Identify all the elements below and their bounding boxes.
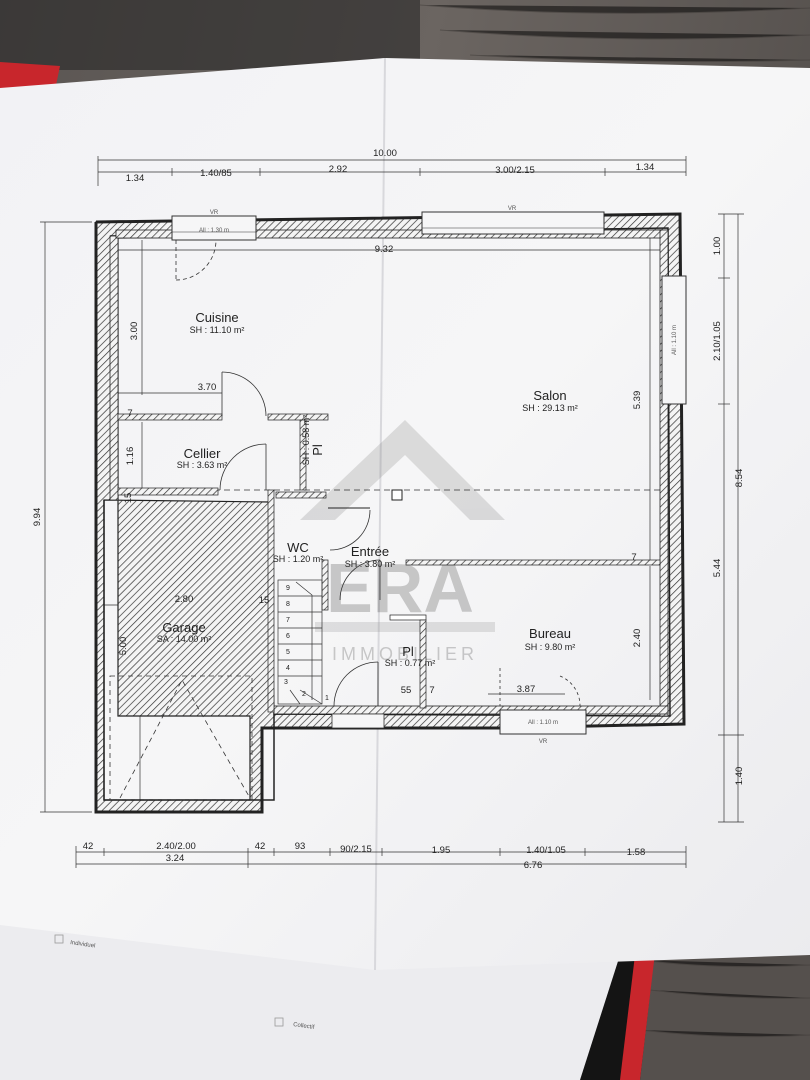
room-placard-top-area: SH : 0.58 m² bbox=[301, 415, 311, 466]
dim-inner-width: 9.32 bbox=[375, 244, 394, 255]
stair-step-number: 4 bbox=[286, 665, 290, 672]
stair-step-numbers: 1 2 3 4 5 6 7 8 9 bbox=[284, 585, 329, 702]
room-entree-area: SH : 3.80 m² bbox=[345, 559, 396, 569]
room-wc-area: SH : 1.20 m² bbox=[273, 554, 324, 564]
dim-pl-width: 55 bbox=[401, 685, 412, 696]
room-bureau-area: SH : 9.80 m² bbox=[525, 642, 576, 652]
dim-bureau-width: 3.87 bbox=[517, 684, 536, 695]
dim-bureau-height: 2.40 bbox=[632, 629, 643, 648]
dim-seven-b: 7 bbox=[631, 552, 636, 563]
room-cuisine-name: Cuisine bbox=[195, 310, 238, 325]
stair-step-number: 8 bbox=[286, 601, 290, 608]
dim-top-2: 1.40/85 bbox=[200, 168, 232, 179]
era-watermark: ERA IMMOBILIER bbox=[300, 420, 505, 664]
room-salon-name: Salon bbox=[533, 388, 566, 403]
dim-right-3: 8.54 bbox=[734, 469, 745, 488]
staircase bbox=[277, 579, 323, 705]
room-salon-area: SH : 29.13 m² bbox=[522, 403, 578, 413]
dark-folder bbox=[0, 0, 420, 70]
dim-bottom-1: 42 bbox=[83, 841, 94, 852]
room-wc-name: WC bbox=[287, 540, 309, 555]
dim-top-5: 1.34 bbox=[636, 162, 655, 173]
wood-grain bbox=[419, 4, 810, 1038]
room-placard-bottom-area: SH : 0.77 m² bbox=[385, 658, 436, 668]
stair-step-number: 6 bbox=[286, 633, 290, 640]
dim-top-1: 1.34 bbox=[126, 173, 145, 184]
paper-fold bbox=[374, 57, 386, 971]
room-garage-area: SA : 14.00 m² bbox=[157, 634, 212, 644]
dim-salon-height: 5.39 bbox=[632, 391, 643, 410]
dim-right-1: 1.00 bbox=[712, 237, 723, 256]
room-cuisine-area: SH : 11.10 m² bbox=[190, 325, 245, 335]
watermark-roof-icon bbox=[300, 420, 505, 520]
dim-cuisine-width: 3.70 bbox=[198, 382, 217, 393]
checkbox-individuel bbox=[54, 934, 64, 944]
dim-top-3: 2.92 bbox=[329, 164, 348, 175]
label-individuel: Individuel bbox=[70, 940, 96, 949]
dim-bottom-2: 2.40/2.00 bbox=[156, 841, 196, 852]
dim-seven-a: 7 bbox=[127, 408, 132, 419]
dim-fifteen-b: 15 bbox=[259, 595, 270, 606]
watermark-subtitle: IMMOBILIER bbox=[332, 644, 478, 664]
dim-top-4: 3.00/2.15 bbox=[495, 165, 535, 176]
dim-left-total: 9.94 bbox=[32, 508, 43, 527]
dim-cuisine-height: 3.00 bbox=[129, 322, 140, 341]
room-cellier-name: Cellier bbox=[184, 446, 222, 461]
stair-step-number: 3 bbox=[284, 679, 288, 686]
dim-bottom-total-1: 3.24 bbox=[166, 853, 185, 864]
dim-bottom-8: 1.58 bbox=[627, 847, 646, 858]
dim-garage-height: 5.00 bbox=[118, 637, 129, 656]
dim-seven-c: 7 bbox=[429, 685, 434, 696]
window-vr-cuisine: VR bbox=[210, 210, 219, 216]
dim-bottom-4: 93 bbox=[295, 841, 306, 852]
dim-bottom-total-2: 6.76 bbox=[524, 860, 543, 871]
window-vr-bureau: VR bbox=[539, 739, 548, 745]
red-binder-bottom bbox=[620, 953, 655, 1080]
checkbox-collectif bbox=[274, 1017, 284, 1027]
room-cellier-area: SH : 3.63 m² bbox=[177, 460, 228, 470]
paper-sheet bbox=[0, 58, 810, 970]
room-placard-bottom-name: Pl bbox=[402, 644, 414, 659]
dim-fifteen-a: 15 bbox=[123, 493, 134, 504]
dim-right-2: 2.10/1.05 bbox=[712, 321, 723, 361]
stair-step-number: 2 bbox=[302, 691, 306, 698]
window-vr-salon: VR bbox=[508, 206, 517, 212]
dim-right-5: 1.40 bbox=[734, 767, 745, 786]
dim-bottom-3: 42 bbox=[255, 841, 266, 852]
room-garage-name: Garage bbox=[162, 620, 205, 635]
dim-garage-width: 2.80 bbox=[175, 594, 194, 605]
label-collectif: Collectif bbox=[293, 1022, 315, 1031]
room-placard-top-name: Pl bbox=[310, 444, 325, 456]
stair-step-number: 5 bbox=[286, 649, 290, 656]
dim-cellier-height: 1.16 bbox=[125, 447, 136, 466]
room-bureau-name: Bureau bbox=[529, 626, 571, 641]
door-swings bbox=[109, 239, 581, 801]
stair-step-number: 1 bbox=[325, 695, 329, 702]
windows bbox=[171, 211, 687, 735]
dim-bottom-7: 1.40/1.05 bbox=[526, 845, 566, 856]
red-binder-top bbox=[0, 62, 60, 90]
room-entree-name: Entrée bbox=[351, 544, 389, 559]
window-label-cuisine: All : 1.30 m bbox=[199, 228, 229, 234]
dim-bottom-5: 90/2.15 bbox=[340, 844, 372, 855]
walls bbox=[94, 212, 686, 814]
dim-right-4: 5.44 bbox=[712, 559, 723, 578]
stair-step-number: 9 bbox=[286, 585, 290, 592]
dim-bottom-6: 1.95 bbox=[432, 845, 451, 856]
window-label-bureau: All : 1.10 m bbox=[528, 720, 558, 726]
dim-top-total: 10.00 bbox=[373, 148, 397, 159]
window-label-salon: All : 1.10 m bbox=[672, 325, 678, 355]
stair-step-number: 7 bbox=[286, 617, 290, 624]
